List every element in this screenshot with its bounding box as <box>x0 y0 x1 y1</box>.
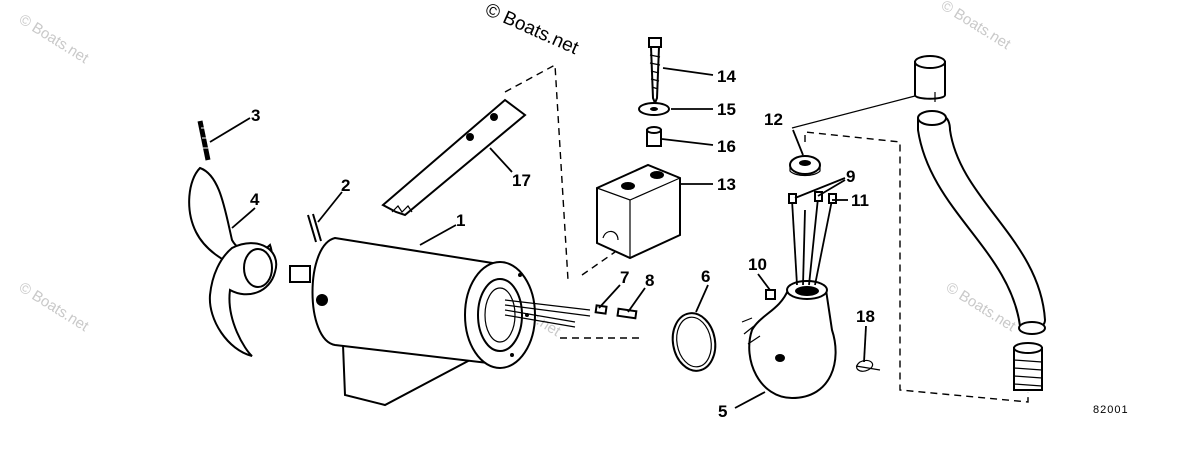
callout-18: 18 <box>856 307 875 326</box>
motor-wires <box>504 299 591 328</box>
callout-8: 8 <box>645 271 654 290</box>
callout-6: 6 <box>701 267 710 286</box>
callout-15: 15 <box>717 100 736 119</box>
part-nut <box>765 289 776 300</box>
callout-14: 14 <box>717 67 736 86</box>
callout-9: 9 <box>846 167 855 186</box>
part-lower-housing <box>741 280 837 400</box>
part-grommet <box>789 155 821 177</box>
callout-1: 1 <box>456 211 465 230</box>
part-steering-tube <box>914 55 1047 391</box>
part-screw <box>648 37 662 106</box>
part-shear-pin <box>307 213 322 243</box>
part-bracket <box>381 98 527 217</box>
part-motor-housing <box>289 236 536 407</box>
callout-7: 7 <box>620 268 629 287</box>
watermark-bottom-left: © Boats.net <box>16 279 92 336</box>
part-o-ring <box>671 312 717 372</box>
part-bushing <box>646 126 662 147</box>
part-clip <box>855 359 881 372</box>
part-washer <box>638 102 670 116</box>
callout-13: 13 <box>717 175 736 194</box>
watermark-top-right: © Boats.net <box>938 0 1014 53</box>
catalog-number: 82001 <box>1093 404 1129 416</box>
callout-2: 2 <box>341 176 350 195</box>
assembly-lines <box>504 63 1029 403</box>
callout-10: 10 <box>748 255 767 274</box>
watermark-top-left: © Boats.net <box>16 11 92 68</box>
part-pin <box>197 120 211 161</box>
callout-4: 4 <box>250 190 260 209</box>
callout-labels: 1 2 3 4 5 6 7 8 9 10 11 12 13 14 15 16 1… <box>250 67 875 421</box>
callout-16: 16 <box>717 137 736 156</box>
part-wire-leads <box>788 191 837 286</box>
callout-11: 11 <box>851 191 869 210</box>
callout-17: 17 <box>512 171 531 190</box>
part-propeller <box>188 166 278 357</box>
watermark-main: © Boats.net <box>482 0 582 59</box>
callout-5: 5 <box>718 402 727 421</box>
callout-3: 3 <box>251 106 260 125</box>
part-block <box>596 163 681 260</box>
leader-lines <box>209 67 867 409</box>
callout-12: 12 <box>764 110 783 129</box>
part-connectors <box>594 304 638 320</box>
